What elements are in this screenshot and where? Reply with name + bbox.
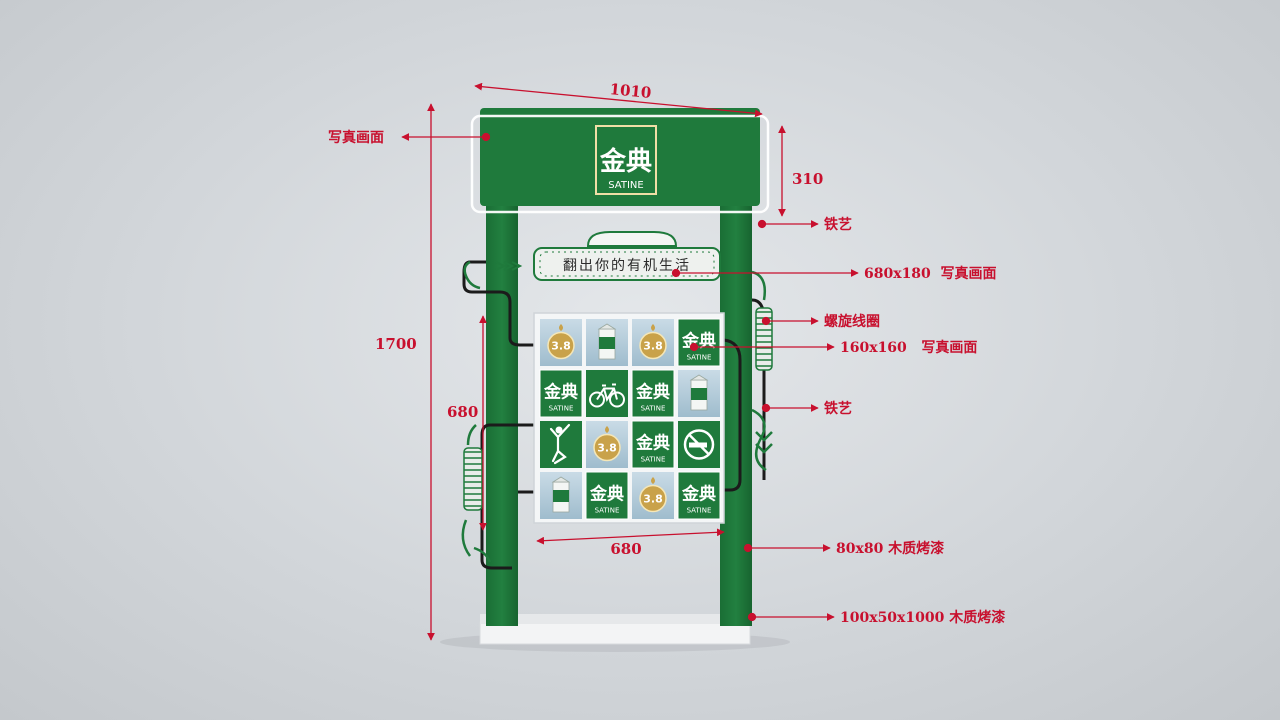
milk-carton-icon: [551, 476, 571, 513]
bicycle-icon: [589, 383, 625, 408]
tile-logo-cn: 金典: [589, 484, 624, 505]
tile-carton: [678, 370, 720, 417]
tile-logo-cn: 金典: [543, 382, 578, 403]
label-post: 80x80 木质烤漆: [836, 540, 944, 557]
tile-carton: [586, 319, 628, 366]
dim-top-width: 1010: [609, 80, 652, 102]
tile-logo-en: SATINE: [641, 405, 666, 413]
tile-logo: 金典 SATINE: [631, 369, 675, 418]
milk-carton-icon: [597, 323, 617, 360]
tile-logo-cn: 金典: [635, 382, 670, 403]
brand-name-en: SATINE: [608, 180, 643, 191]
tile-logo: 金典 SATINE: [677, 318, 721, 367]
tile-yoga: [540, 421, 582, 468]
left-post: [486, 206, 518, 626]
dim-total-height: 1700: [375, 335, 417, 353]
no-smoking-icon: [683, 429, 715, 460]
dim-panel-width: 680: [610, 540, 641, 558]
tile-logo: 金典 SATINE: [539, 369, 583, 418]
yoga-figure-icon: [549, 423, 571, 465]
tile-panel: 3.8 3.8 金典 SATINE 金典 SATINE 金典 SATINE 3.8 金典 SATIN…: [533, 312, 725, 524]
tile-logo-en: SATINE: [549, 405, 574, 413]
right-iron-art-green: [751, 270, 773, 472]
badge-value: 3.8: [643, 340, 663, 353]
tile-logo-en: SATINE: [687, 507, 712, 515]
label-photo-print-top: 写真画面: [328, 129, 384, 146]
tile-logo: 金典 SATINE: [677, 471, 721, 520]
dimension-lines: [427, 82, 786, 641]
tile-logo-en: SATINE: [687, 354, 712, 362]
tile-badge: 3.8: [632, 472, 674, 519]
protein-badge-icon: 3.8: [639, 477, 667, 513]
base-beam: [479, 614, 751, 645]
slogan-text: 翻出你的有机生活: [563, 258, 691, 274]
tile-logo-en: SATINE: [641, 456, 666, 464]
tile-badge: 3.8: [540, 319, 582, 366]
tile-carton: [540, 472, 582, 519]
dim-top-height: 310: [792, 170, 823, 188]
badge-value: 3.8: [551, 340, 571, 353]
label-slogan-panel: 680x180 写真画面: [864, 265, 997, 282]
right-post: [720, 206, 752, 626]
tile-logo-en: SATINE: [595, 507, 620, 515]
protein-badge-icon: 3.8: [639, 324, 667, 360]
protein-badge-icon: 3.8: [547, 324, 575, 360]
milk-carton-icon: [689, 374, 709, 411]
tile-logo: 金典 SATINE: [585, 471, 629, 520]
tile-logo-cn: 金典: [635, 433, 670, 454]
dim-panel-height: 680: [447, 403, 478, 421]
top-header-board: 金典 SATINE: [470, 108, 770, 214]
label-tile-print: 160x160 写真画面: [840, 339, 977, 356]
right-spiral-coil: [755, 307, 773, 371]
tile-badge: 3.8: [586, 421, 628, 468]
badge-value: 3.8: [597, 442, 617, 455]
tile-badge: 3.8: [632, 319, 674, 366]
badge-value: 3.8: [643, 493, 663, 506]
brand-name-cn: 金典: [599, 146, 652, 177]
brand-logo-box: [595, 125, 657, 195]
left-spiral-coil: [463, 447, 483, 511]
tile-logo: 金典 SATINE: [631, 420, 675, 469]
label-spiral-coil: 螺旋线圈: [824, 313, 880, 330]
label-base: 100x50x1000 木质烤漆: [840, 609, 1005, 626]
label-iron-art-right: 铁艺: [824, 400, 852, 417]
tile-logo-cn: 金典: [681, 331, 716, 352]
label-iron-art-top: 铁艺: [824, 216, 852, 233]
callout-leaders: [401, 132, 859, 622]
left-iron-art-green: [461, 260, 492, 563]
tile-logo-cn: 金典: [681, 484, 716, 505]
protein-badge-icon: 3.8: [593, 426, 621, 462]
tile-nosmoke: [678, 421, 720, 468]
tile-bike: [586, 370, 628, 417]
left-arrow-ornament: [495, 261, 523, 271]
